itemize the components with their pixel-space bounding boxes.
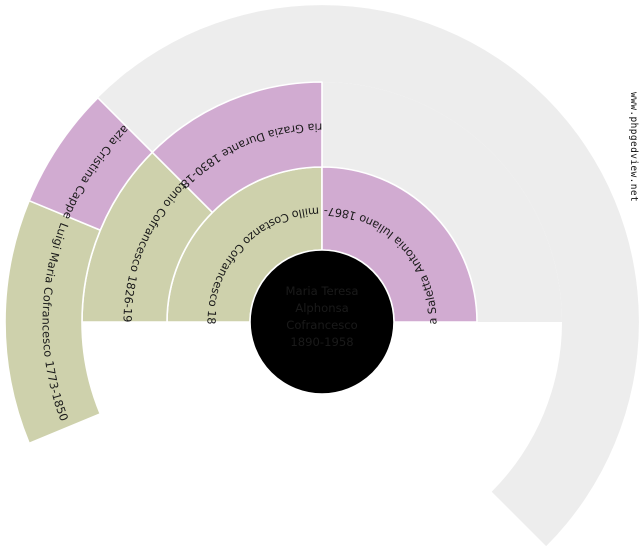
ancestor-segment-g3[interactable] bbox=[151, 81, 323, 214]
site-watermark: www.phpgedview.net bbox=[628, 92, 639, 203]
empty-segment-g3 bbox=[322, 82, 562, 322]
chart-segments-layer bbox=[4, 5, 639, 547]
center-person-dates: 1890-1958 bbox=[290, 335, 353, 349]
center-person-node[interactable]: Maria Teresa Alphonsa Cofrancesco 1890-1… bbox=[249, 249, 395, 395]
empty-segment-g4 bbox=[97, 5, 639, 547]
center-person-circle[interactable] bbox=[249, 249, 395, 395]
center-person-name-line3: Cofrancesco bbox=[286, 318, 358, 332]
center-person-name-line1: Maria Teresa bbox=[286, 284, 359, 298]
ancestor-segment-g4[interactable] bbox=[28, 97, 154, 231]
center-person-name-line2: Alphonsa bbox=[295, 301, 348, 315]
